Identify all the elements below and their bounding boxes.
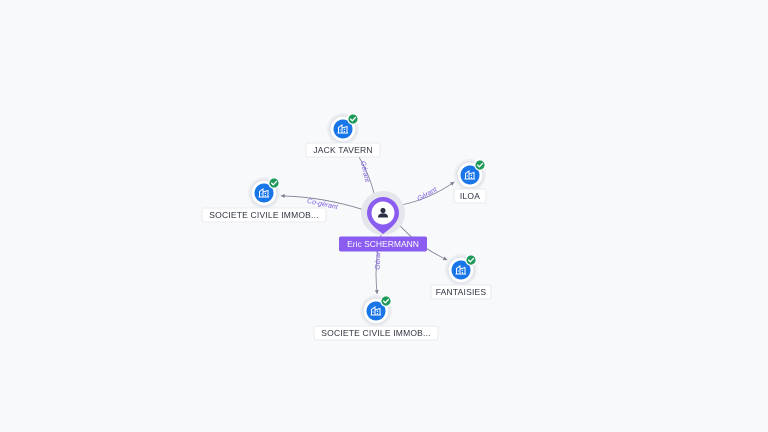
company-name: FANTAISIES	[436, 287, 487, 297]
building-icon	[337, 124, 348, 134]
edge-arrow	[442, 256, 448, 261]
person-name: Eric SCHERMANN	[347, 239, 419, 249]
company-node-sci1[interactable]: SOCIETE CIVILE IMMOB...	[201, 177, 327, 223]
edge-arrow	[450, 181, 455, 186]
person-label-box	[339, 236, 427, 252]
company-name: JACK TAVERN	[313, 145, 372, 155]
verified-check-icon	[380, 295, 392, 307]
company-label[interactable]: FANTAISIES	[430, 284, 492, 300]
company-label[interactable]: JACK TAVERN	[305, 142, 381, 158]
building-icon	[370, 306, 381, 316]
company-node-iloa[interactable]: ILOA	[453, 159, 487, 204]
node-core	[333, 119, 353, 139]
edge-relation-label: Gérant	[416, 186, 439, 203]
edge-iloa	[401, 181, 455, 206]
building-icon	[258, 188, 269, 198]
edge-relation-label: Gérant	[359, 160, 371, 183]
label-box	[430, 284, 492, 300]
building-icon	[464, 170, 475, 180]
label-box	[453, 188, 487, 204]
company-label[interactable]: SOCIETE CIVILE IMMOB...	[201, 207, 327, 223]
company-node-jack[interactable]: JACK TAVERN	[305, 113, 381, 158]
label-box	[305, 142, 381, 158]
edge-arrow	[280, 193, 285, 198]
company-node-fant[interactable]: FANTAISIES	[430, 254, 492, 300]
label-box	[313, 325, 439, 341]
person-node[interactable]: Eric SCHERMANN	[339, 191, 427, 252]
person-label[interactable]: Eric SCHERMANN	[339, 236, 427, 252]
verified-check-icon	[474, 159, 486, 171]
node-core	[254, 183, 274, 203]
edge-sci1	[280, 195, 364, 211]
building-icon	[455, 265, 466, 275]
edge-arrow	[374, 289, 379, 295]
verified-check-icon	[268, 177, 280, 189]
label-box	[201, 207, 327, 223]
verified-check-icon	[465, 254, 477, 266]
company-name: SOCIETE CIVILE IMMOB...	[209, 210, 318, 220]
company-label[interactable]: ILOA	[453, 188, 487, 204]
person-icon	[378, 207, 388, 218]
company-name: ILOA	[460, 191, 480, 201]
verified-check-icon	[347, 113, 359, 125]
node-core	[366, 301, 386, 321]
company-name: SOCIETE CIVILE IMMOB...	[321, 328, 430, 338]
company-label[interactable]: SOCIETE CIVILE IMMOB...	[313, 325, 439, 341]
node-core	[451, 260, 471, 280]
nodes-layer: JACK TAVERN ILOA SOCIETE CIVILE IMMOB... FA…	[201, 113, 492, 341]
company-node-sci2[interactable]: SOCIETE CIVILE IMMOB...	[313, 295, 439, 341]
node-core	[460, 165, 480, 185]
edge-relation-label: Gérant	[375, 247, 383, 270]
